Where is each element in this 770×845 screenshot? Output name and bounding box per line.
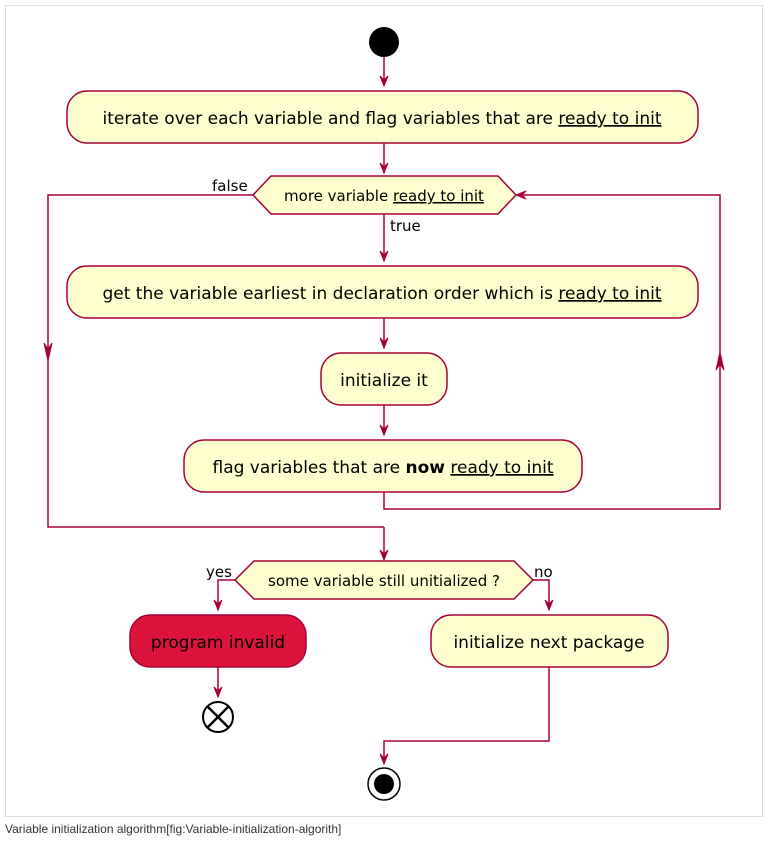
arrowhead <box>379 250 389 263</box>
edge-check-yes <box>217 579 235 610</box>
arrowhead <box>379 549 389 562</box>
arrowhead <box>379 337 389 350</box>
activity-flag-now <box>183 439 583 493</box>
arrowhead <box>379 753 389 766</box>
stop-node <box>367 767 401 801</box>
activity-iterate-label: iterate over each variable and flag vari… <box>103 109 662 129</box>
activity-flag-now-label: flag variables that are now ready to ini… <box>212 458 553 478</box>
figure-caption: Variable initialization algorithm[fig:Va… <box>5 822 342 836</box>
diagram-frame: iterate over each variable and flag vari… <box>5 5 763 817</box>
activity-program-invalid-label: program invalid <box>151 633 285 653</box>
arrowhead <box>379 75 389 88</box>
edge-label-no: no <box>534 563 553 581</box>
arrowhead <box>379 162 389 175</box>
edge-label-true: true <box>390 217 421 235</box>
activity-get-earliest <box>66 265 699 319</box>
activity-iterate <box>66 90 699 144</box>
decision-still-uninitialized-label: some variable still unitialized ? <box>268 572 500 590</box>
arrowhead <box>43 342 53 362</box>
arrowhead <box>514 190 527 200</box>
edge-check-no <box>533 579 550 610</box>
activity-get-earliest-label: get the variable earliest in declaration… <box>102 284 661 304</box>
arrowhead <box>213 599 223 612</box>
decision-more-variables-label: more variable ready to init <box>284 187 484 205</box>
arrowhead <box>544 599 554 612</box>
arrowhead <box>213 686 223 699</box>
activity-init-next-package-label: initialize next package <box>453 633 644 653</box>
flow-end-node <box>202 701 234 733</box>
activity-diagram: iterate over each variable and flag vari… <box>43 27 725 801</box>
arrowhead <box>715 351 725 371</box>
edge-label-false: false <box>212 177 248 195</box>
arrowhead <box>379 424 389 437</box>
start-node <box>369 27 399 57</box>
edge-package-to-stop <box>383 667 550 764</box>
edge-label-yes: yes <box>206 563 232 581</box>
edge-loop-back <box>383 194 721 510</box>
activity-initialize-it-label: initialize it <box>340 371 428 391</box>
